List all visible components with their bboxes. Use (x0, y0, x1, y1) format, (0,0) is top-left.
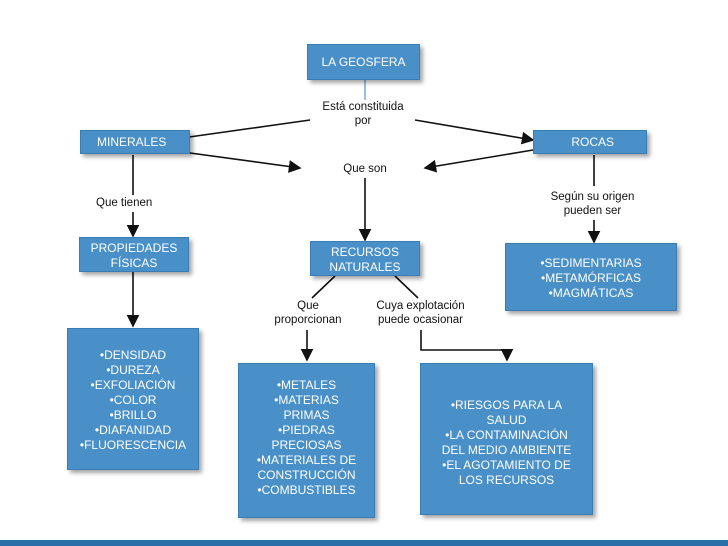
riesgo-item: •RIESGOS PARA LA SALUD (450, 398, 563, 427)
riesgo-item: •LA CONTAMINACIÓN DEL MEDIO AMBIENTE (441, 428, 572, 457)
recurso-item: •PIEDRAS PRECIOSAS (271, 423, 342, 452)
propiedad-item: •EXFOLIACIÓN (90, 378, 176, 392)
node-la-geosfera[interactable]: LA GEOSFERA (307, 44, 420, 80)
propiedad-item: •DENSIDAD (99, 348, 167, 362)
link-que-tienen: Que tienen (96, 197, 153, 209)
node-propiedades-fisicas[interactable]: PROPIEDADES FÍSICAS (79, 237, 189, 272)
propiedad-item: •DUREZA (106, 363, 160, 377)
bottom-decorative-bar (0, 540, 728, 546)
node-propiedades-lista[interactable]: •DENSIDAD •DUREZA •EXFOLIACIÓN •COLOR •B… (67, 328, 199, 470)
link-segun-origen: Según su origen pueden ser (550, 191, 635, 217)
recurso-item: •MATERIAS PRIMAS (274, 393, 339, 422)
propiedad-item: •COLOR (109, 393, 157, 407)
propiedad-item: •DIAFANIDAD (94, 423, 172, 437)
node-recursos-lista[interactable]: •METALES •MATERIAS PRIMAS •PIEDRAS PRECI… (238, 363, 375, 518)
link-esta-constituida-por: Está constituida por (322, 101, 404, 127)
node-minerales[interactable]: MINERALES (80, 130, 190, 154)
riesgo-item: •EL AGOTAMIENTO DE LOS RECURSOS (442, 458, 571, 487)
tipo-roca-item: •MAGMÁTICAS (548, 286, 634, 300)
recurso-item: •METALES (276, 378, 337, 392)
node-riesgos-lista[interactable]: •RIESGOS PARA LA SALUD •LA CONTAMINACIÓN… (420, 363, 593, 515)
recurso-item: •COMBUSTIBLES (257, 483, 356, 497)
tipo-roca-item: •SEDIMENTARIAS (540, 256, 642, 270)
node-rocas[interactable]: ROCAS (533, 130, 647, 154)
link-que-proporcionan: Que proporcionan (274, 300, 342, 326)
link-que-son: Que son (343, 163, 387, 175)
link-cuya-explotacion: Cuya explotación puede ocasionar (376, 300, 465, 326)
node-recursos-naturales[interactable]: RECURSOS NATURALES (310, 241, 420, 276)
node-tipos-rocas[interactable]: •SEDIMENTARIAS •METAMÓRFICAS •MAGMÁTICAS (505, 243, 677, 311)
tipo-roca-item: •METAMÓRFICAS (541, 271, 641, 285)
propiedad-item: •FLUORESCENCIA (79, 438, 187, 452)
recurso-item: •MATERIALES DE CONSTRUCCIÓN (256, 453, 357, 482)
propiedad-item: •BRILLO (109, 408, 157, 422)
